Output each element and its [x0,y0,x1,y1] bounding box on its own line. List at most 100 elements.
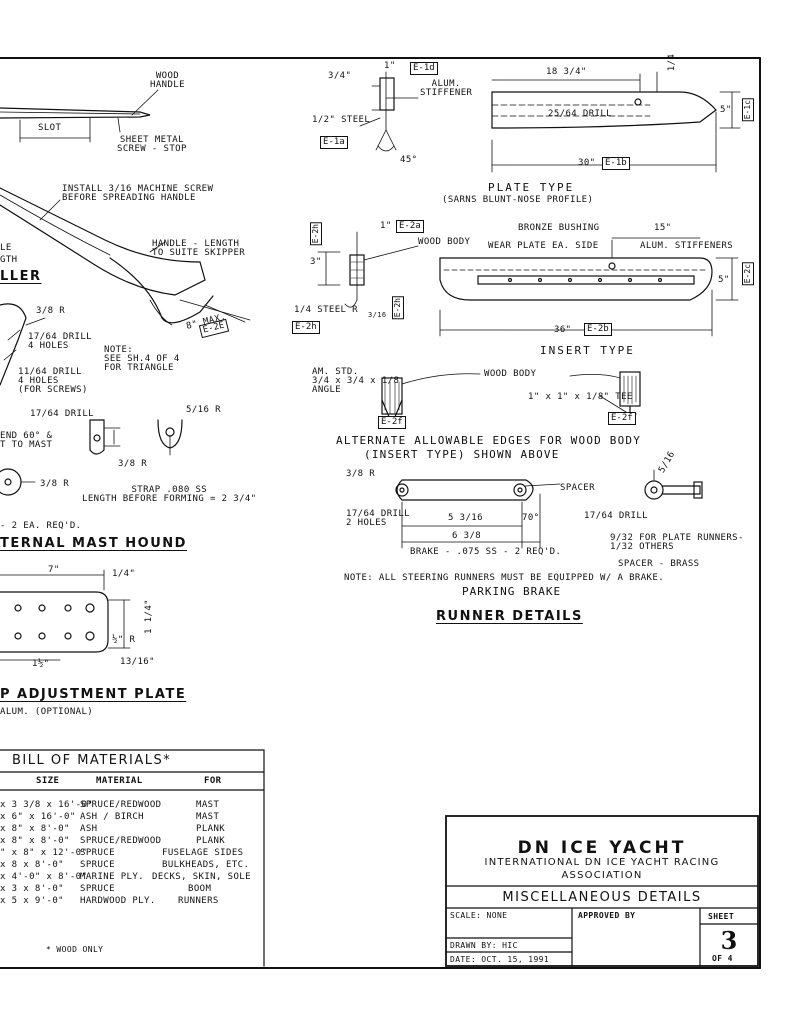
bom-for: MAST [196,812,220,822]
bom-size: x 4'-0" x 8'-0" [0,872,88,882]
bronze-bushing-label: BRONZE BUSHING [518,223,600,233]
tag-e1a: E-1a [320,136,348,149]
title-block-frame [445,815,759,967]
req-d-label: - 2 EA. REQ'D. [0,521,82,531]
bom-material: SPRUCE [80,848,115,858]
tag-e2h-right: E-2h [392,296,404,320]
steering-brake-note: NOTE: ALL STEERING RUNNERS MUST BE EQUIP… [344,573,665,583]
spacer-brass-label: SPACER - BRASS [618,559,700,569]
insert-type-title: INSERT TYPE [540,344,635,357]
dim-7: 7" [48,565,60,575]
adjustment-plate-drawing [0,569,131,661]
tag-e2f-left: E-2f [378,416,406,429]
sheet-number: 3 [720,926,738,955]
bom-size: x 3 3/8 x 16'-0" [0,800,94,810]
dim-5-insert: 5" [718,275,730,285]
wood-handle-label: WOOD HANDLE [150,71,185,90]
tiller-title: LLER [0,269,42,284]
adjustment-plate-title: P ADJUSTMENT PLATE [0,687,187,702]
bom-material: ASH [80,824,98,834]
slot-label: SLOT [38,123,62,133]
alt-edges-title-2: (INSERT TYPE) SHOWN ABOVE [364,448,560,461]
bom-material: ASH / BIRCH [80,812,145,822]
plate-type-title: PLATE TYPE [488,181,575,194]
bom-for: BOOM [188,884,212,894]
bom-size: x 8" x 8'-0" [0,836,70,846]
bom-title: BILL OF MATERIALS* [12,753,172,768]
bom-for: PLANK [196,836,226,846]
bom-size: " x 8" x 12'-0" [0,848,88,858]
title-block-name: DN ICE YACHT [517,838,687,858]
bom-col-material: MATERIAL [96,776,143,786]
dim-5-plate: 5" [720,105,732,115]
spacer-label: SPACER [560,483,595,493]
alum-stiffener-label: ALUM. STIFFENER [420,79,473,98]
drawn-by-label: DRAWN BY: HIC [450,941,518,950]
mast-hound-drawing [0,303,183,496]
bom-material: SPRUCE/REDWOOD [80,800,162,810]
tag-e1c: E-1c [742,98,754,122]
screw-stop-label: SHEET METAL SCREW - STOP [117,135,187,154]
dim-1-insert: 1" [380,221,392,231]
approved-by-label: APPROVED BY [578,911,636,920]
bom-frame [0,749,265,967]
scale-label: SCALE: NONE [450,911,508,920]
bom-for: BULKHEADS, ETC. [162,860,250,870]
tag-e2f-right: E-2f [608,412,636,425]
brake-drill-label: 17/64 DRILL 2 HOLES [346,509,411,528]
dim-1-1-4: 1 1/4" [143,599,154,634]
half-steel-label: 1/2" STEEL [312,115,371,125]
dim-70-deg: 70° [522,513,540,523]
sheet-of: OF 4 [712,954,733,963]
tee-label: 1" x 1" x 1/8" TEE [528,392,633,402]
tag-e1b: E-1b [602,157,630,170]
alum-stiffeners-label: ALUM. STIFFENERS [640,241,734,251]
bom-for: FUSELAGE SIDES [162,848,244,858]
drill-11-64-label: 11/64 DRILL 4 HOLES (FOR SCREWS) [18,367,88,395]
install-screw-note: INSTALL 3/16 MACHINE SCREW BEFORE SPREAD… [62,184,214,203]
drill-17-64-4-holes: 17/64 DRILL 4 HOLES [28,332,93,351]
dim-18-3-4: 18 3/4" [546,67,587,77]
brake-spec-label: BRAKE - .075 SS - 2 REQ'D. [410,547,562,557]
brake-radius-3-8: 3/8 R [346,469,376,479]
dim-30: 30" [578,158,596,168]
dim-36: 36" [554,325,572,335]
bend-60-note: END 60° & T TO MAST [0,431,53,450]
runner-details-title: RUNNER DETAILS [436,609,583,624]
sheet-border [0,57,761,969]
wood-body-label: WOOD BODY [418,237,471,247]
bom-for: MAST [196,800,220,810]
dim-13-16: 13/16" [120,657,155,667]
plate-type-subtitle: (SARNS BLUNT-NOSE PROFILE) [442,195,594,205]
strap-spec: STRAP .080 SS LENGTH BEFORE FORMING = 2 … [82,485,257,504]
dim-1-half: 1½" [32,659,50,669]
bom-material: SPRUCE [80,860,115,870]
wear-plate-label: WEAR PLATE EA. SIDE [488,241,599,251]
tiller-drawing [0,89,251,326]
title-block-org-1: INTERNATIONAL DN ICE YACHT RACING [484,857,720,868]
radius-half: ½" R [112,635,136,645]
bom-size: x 8 x 8'-0" [0,860,65,870]
drill-17-64-label: 17/64 DRILL [30,409,95,419]
radius-3-8-b: 3/8 R [118,459,148,469]
alternate-edges-drawing [381,371,641,426]
insert-type-drawing [317,231,739,337]
bom-col-size: SIZE [36,776,60,786]
bom-material: MARINE PLY. [80,872,145,882]
tag-e2a: E-2a [396,220,424,233]
bom-for: RUNNERS [178,896,219,906]
bom-size: x 8" x 8'-0" [0,824,70,834]
tag-e2c: E-2c [742,262,754,286]
drill-25-64: 25/64 DRILL [548,109,613,119]
am-std-angle-label: AM. STD. 3/4 x 3/4 x 1/8 ANGLE [312,367,400,395]
tag-e2h-top: E-2h [310,222,322,246]
bom-for: DECKS, SKIN, SOLE [152,872,251,882]
alt-edges-title-1: ALTERNATE ALLOWABLE EDGES FOR WOOD BODY [336,434,642,447]
partial-label-gth: GTH [0,255,18,265]
handle-length-label: HANDLE - LENGTH TO SUITE SKIPPER [152,239,246,258]
radius-3-8: 3/8 R [36,306,66,316]
parking-brake-label: PARKING BRAKE [462,585,562,598]
bom-size: x 3 x 8'-0" [0,884,65,894]
